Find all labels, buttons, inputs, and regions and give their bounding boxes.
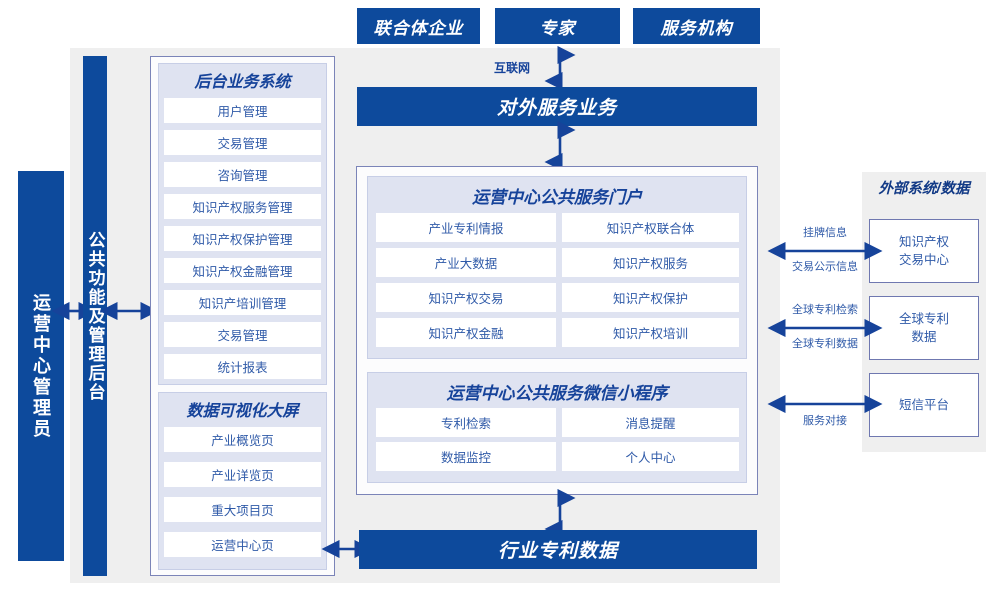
dataviz-item-1[interactable]: 产业详览页 (164, 462, 321, 487)
portal-item-5[interactable]: 知识产权保护 (562, 283, 739, 312)
backoffice-to-modules-connector (99, 300, 159, 322)
actor-box-union-enterprise[interactable]: 联合体企业 (357, 8, 480, 44)
portal-to-data-connector (520, 488, 600, 539)
dataviz-item-0[interactable]: 产业概览页 (164, 427, 321, 452)
portal-item-0[interactable]: 产业专利情报 (376, 213, 556, 242)
external-connector-3 (767, 393, 883, 415)
miniprogram-item-3[interactable]: 个人中心 (562, 442, 739, 471)
left-bar-common-function-admin[interactable]: 公共功能及管理后台 (83, 56, 107, 576)
left-bar-operation-center-admin[interactable]: 运营中心管理员 (18, 171, 64, 561)
service-to-portal-connector (520, 120, 600, 172)
modules-to-data-connector (321, 538, 373, 560)
portal-item-6[interactable]: 知识产权金融 (376, 318, 556, 347)
backend-item-2[interactable]: 咨询管理 (164, 162, 321, 187)
backend-item-1[interactable]: 交易管理 (164, 130, 321, 155)
actor-box-service-org[interactable]: 服务机构 (633, 8, 760, 44)
external-connector-2-label-above: 全球专利检索 (792, 304, 858, 316)
actor-box-expert[interactable]: 专家 (495, 8, 620, 44)
backend-panel-title: 后台业务系统 (194, 74, 291, 91)
backend-item-7[interactable]: 交易管理 (164, 322, 321, 347)
miniprogram-panel-title: 运营中心公共服务微信小程序 (446, 383, 668, 403)
backend-item-3[interactable]: 知识产权服务管理 (164, 194, 321, 219)
backend-item-4[interactable]: 知识产权保护管理 (164, 226, 321, 251)
external-box-ip-trading-center[interactable]: 知识产权 交易中心 (869, 219, 979, 283)
miniprogram-item-2[interactable]: 数据监控 (376, 442, 556, 471)
dataviz-item-2[interactable]: 重大项目页 (164, 497, 321, 522)
miniprogram-item-0[interactable]: 专利检索 (376, 408, 556, 437)
portal-item-4[interactable]: 知识产权交易 (376, 283, 556, 312)
internet-connector (520, 45, 600, 91)
portal-item-1[interactable]: 知识产权联合体 (562, 213, 739, 242)
external-connector-3-label-below: 服务对接 (803, 415, 847, 427)
portal-panel-title: 运营中心公共服务门户 (472, 187, 642, 207)
external-service-bar[interactable]: 对外服务业务 (357, 87, 757, 126)
external-connector-1-label-above: 挂牌信息 (803, 227, 847, 239)
external-connector-2 (767, 317, 883, 339)
external-box-sms-platform[interactable]: 短信平台 (869, 373, 979, 437)
miniprogram-item-1[interactable]: 消息提醒 (562, 408, 739, 437)
industry-patent-data-bar[interactable]: 行业专利数据 (359, 530, 757, 569)
external-connector-2-label-below: 全球专利数据 (792, 338, 858, 350)
external-connector-1-label-below: 交易公示信息 (792, 261, 858, 273)
dataviz-item-3[interactable]: 运营中心页 (164, 532, 321, 557)
dataviz-panel-title: 数据可视化大屏 (186, 403, 299, 420)
portal-item-2[interactable]: 产业大数据 (376, 248, 556, 277)
external-box-global-patent-data[interactable]: 全球专利 数据 (869, 296, 979, 360)
portal-item-3[interactable]: 知识产权服务 (562, 248, 739, 277)
external-connector-1 (767, 240, 883, 262)
backend-item-0[interactable]: 用户管理 (164, 98, 321, 123)
external-panel-title: 外部系统/数据 (878, 181, 970, 197)
backend-item-5[interactable]: 知识产权金融管理 (164, 258, 321, 283)
backend-item-6[interactable]: 知识产培训管理 (164, 290, 321, 315)
portal-item-7[interactable]: 知识产权培训 (562, 318, 739, 347)
admin-to-backend-connector (51, 300, 97, 322)
backend-item-8[interactable]: 统计报表 (164, 354, 321, 379)
internet-label: 互联网 (493, 61, 530, 75)
